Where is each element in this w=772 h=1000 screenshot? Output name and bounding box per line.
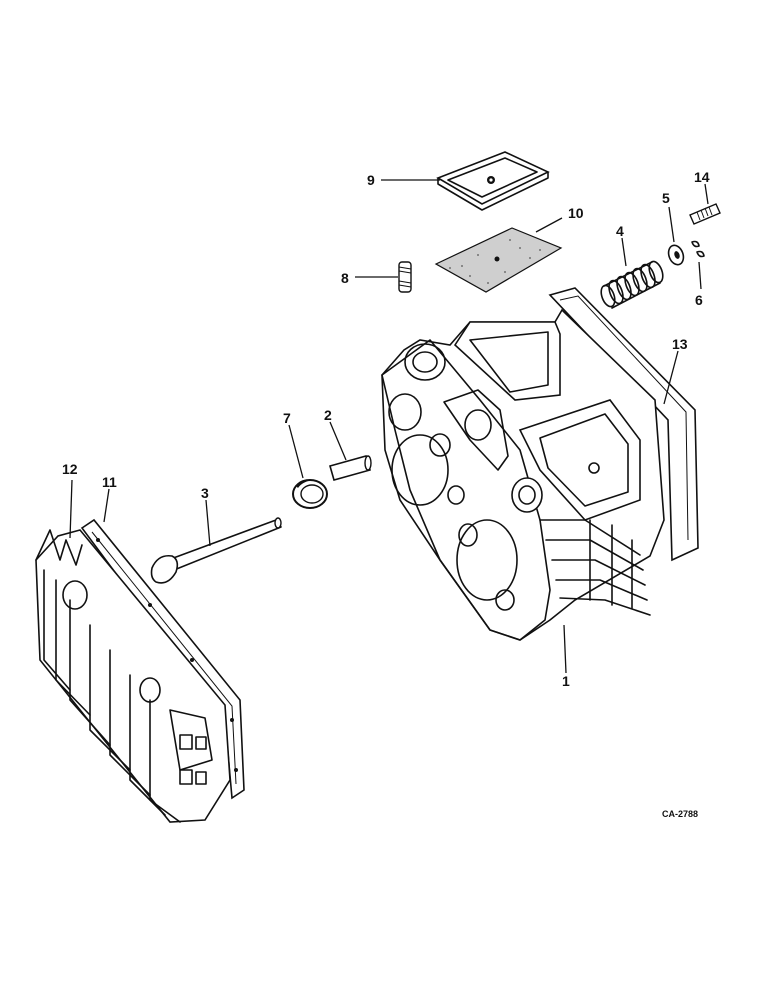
leader-2 <box>329 421 347 461</box>
part-3-valve <box>150 517 282 584</box>
leader-13 <box>663 350 679 405</box>
part-1-cylinder-head <box>381 308 665 641</box>
figure-code: CA-2788 <box>662 809 698 819</box>
callout-10: 10 <box>568 205 584 221</box>
part-10-gasket <box>434 227 563 293</box>
callout-4: 4 <box>616 223 624 239</box>
callout-labels: 9 10 8 4 5 6 14 13 7 2 3 11 12 1 <box>62 169 710 689</box>
leader-10 <box>535 217 563 233</box>
leader-12 <box>69 479 73 539</box>
callout-6: 6 <box>695 292 703 308</box>
part-12-finned-cover <box>35 529 231 823</box>
callout-14: 14 <box>694 169 710 185</box>
part-5-spring-retainer <box>667 244 685 266</box>
leader-lines <box>69 179 709 674</box>
leader-7 <box>288 424 304 479</box>
callout-5: 5 <box>662 190 670 206</box>
leader-14 <box>704 183 709 205</box>
leader-5 <box>668 206 675 243</box>
part-2-valve-guide <box>329 455 372 481</box>
leader-1 <box>563 624 567 674</box>
leader-6 <box>698 261 702 290</box>
callout-9: 9 <box>367 172 375 188</box>
callout-12: 12 <box>62 461 78 477</box>
part-9-cover-plate <box>436 151 550 211</box>
callout-11: 11 <box>102 474 117 490</box>
callout-2: 2 <box>324 407 332 423</box>
callout-8: 8 <box>341 270 349 286</box>
part-4-valve-spring <box>600 260 664 309</box>
callout-13: 13 <box>672 336 688 352</box>
part-6-valve-keepers <box>691 240 705 258</box>
part-14-stud <box>689 203 721 225</box>
callout-3: 3 <box>201 485 209 501</box>
part-13-gasket <box>548 287 699 562</box>
leader-11 <box>103 488 110 523</box>
part-8-stud <box>398 261 412 293</box>
callout-7: 7 <box>283 410 291 426</box>
callout-1: 1 <box>562 673 570 689</box>
leader-4 <box>621 237 627 267</box>
leader-3 <box>205 499 211 547</box>
part-7-valve-seat-insert <box>292 479 328 509</box>
